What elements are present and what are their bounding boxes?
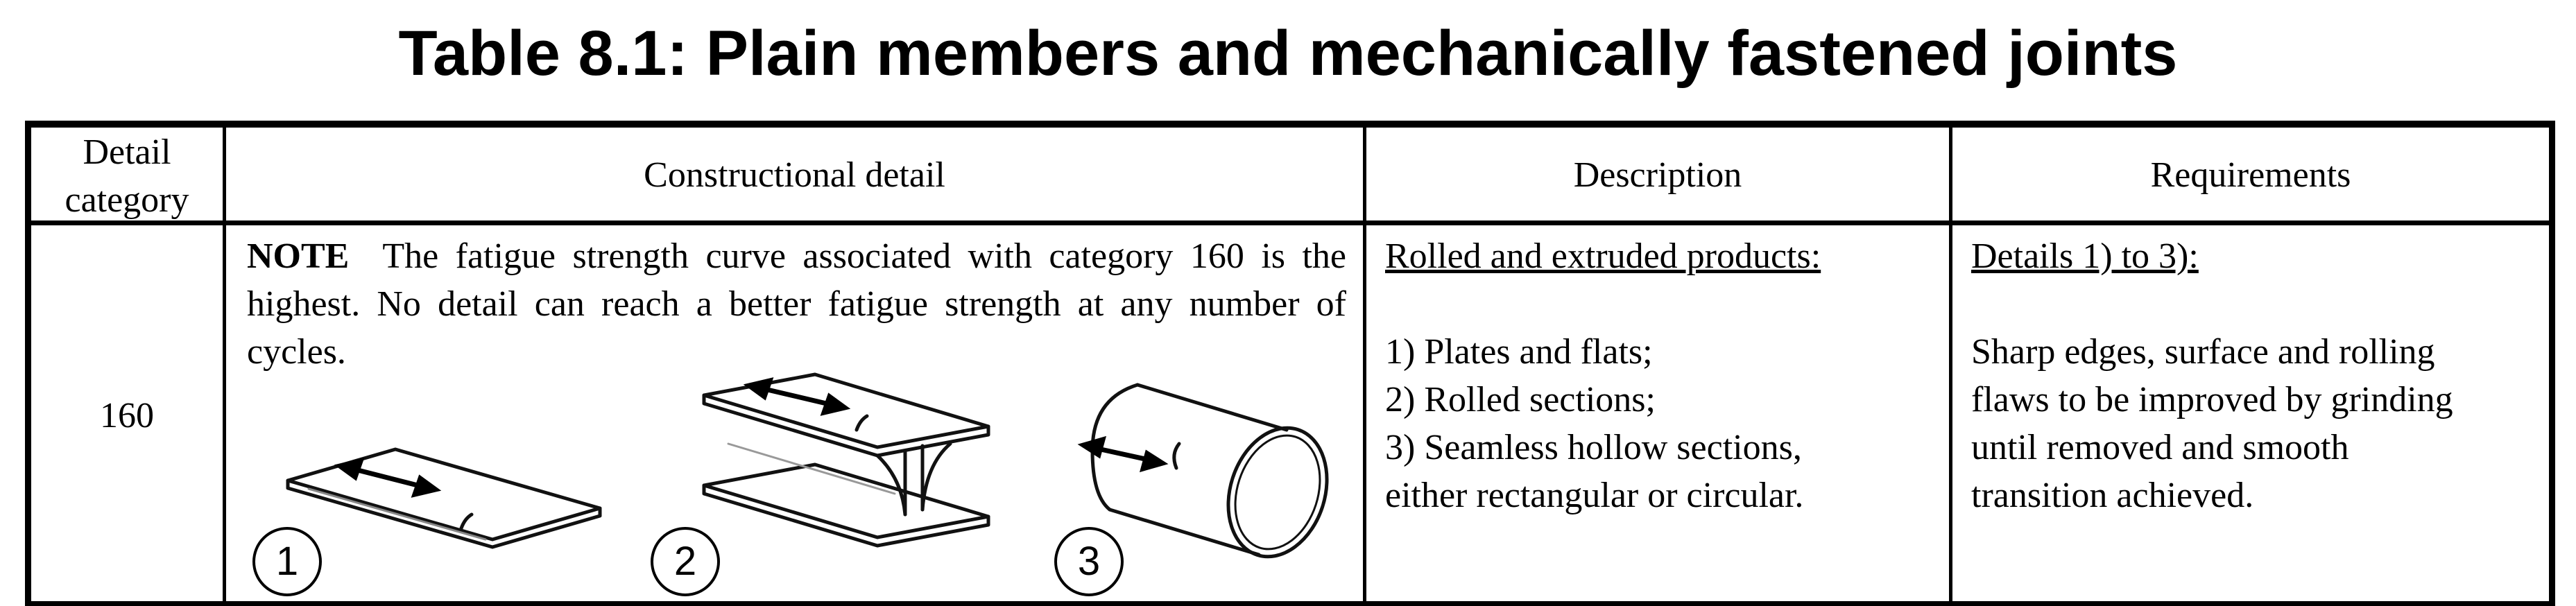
figure-label-1: 1 xyxy=(275,539,299,584)
note-text: The fatigue strength curve associated wi… xyxy=(247,236,1346,372)
header-detail-category-line1: Detail xyxy=(83,132,171,172)
row-divider xyxy=(25,601,2555,606)
figure-label-circle xyxy=(651,527,720,596)
double-arrow-icon xyxy=(743,377,851,416)
figure-label-circle xyxy=(252,527,322,596)
column-divider xyxy=(223,121,226,606)
requirements-line: until removed and smooth xyxy=(1971,428,2349,467)
requirements-cell: Details 1) to 3): Sharp edges, surface a… xyxy=(1971,232,2547,519)
header-detail-category: Detail category xyxy=(31,128,223,224)
table-title: Table 8.1: Plain members and mechanicall… xyxy=(398,18,2178,89)
description-cell: Rolled and extruded products: 1) Plates … xyxy=(1385,232,1940,519)
column-divider xyxy=(1363,121,1366,606)
header-divider xyxy=(25,220,2555,225)
note-label: NOTE xyxy=(247,236,350,276)
description-item: either rectangular or circular. xyxy=(1385,476,1804,515)
requirements-heading: Details 1) to 3): xyxy=(1971,236,2199,276)
figure-label-3: 3 xyxy=(1077,539,1101,584)
header-constructional-detail: Constructional detail xyxy=(644,155,945,195)
table-frame xyxy=(25,121,2555,606)
header-detail-category-line2: category xyxy=(65,180,189,220)
requirements-line: transition achieved. xyxy=(1971,476,2254,515)
double-arrow-icon xyxy=(334,458,442,498)
double-arrow-icon xyxy=(1077,435,1169,473)
description-item: 1) Plates and flats; xyxy=(1385,332,1653,372)
spacer xyxy=(1385,280,1940,328)
detail-category-value: 160 xyxy=(100,396,154,435)
description-item: 3) Seamless hollow sections, xyxy=(1385,428,1802,467)
figure-label-circle xyxy=(1054,527,1124,596)
requirements-line: flaws to be improved by grinding xyxy=(1971,380,2453,419)
requirements-line: Sharp edges, surface and rolling xyxy=(1971,332,2435,372)
spacer xyxy=(1971,280,2547,328)
note-paragraph: NOTE The fatigue strength curve associat… xyxy=(247,232,1346,376)
column-divider xyxy=(1949,121,1952,606)
header-requirements: Requirements xyxy=(2150,155,2351,195)
figure-label-2: 2 xyxy=(673,539,697,584)
header-description: Description xyxy=(1573,155,1742,195)
description-heading: Rolled and extruded products: xyxy=(1385,236,1821,276)
description-item: 2) Rolled sections; xyxy=(1385,380,1656,419)
